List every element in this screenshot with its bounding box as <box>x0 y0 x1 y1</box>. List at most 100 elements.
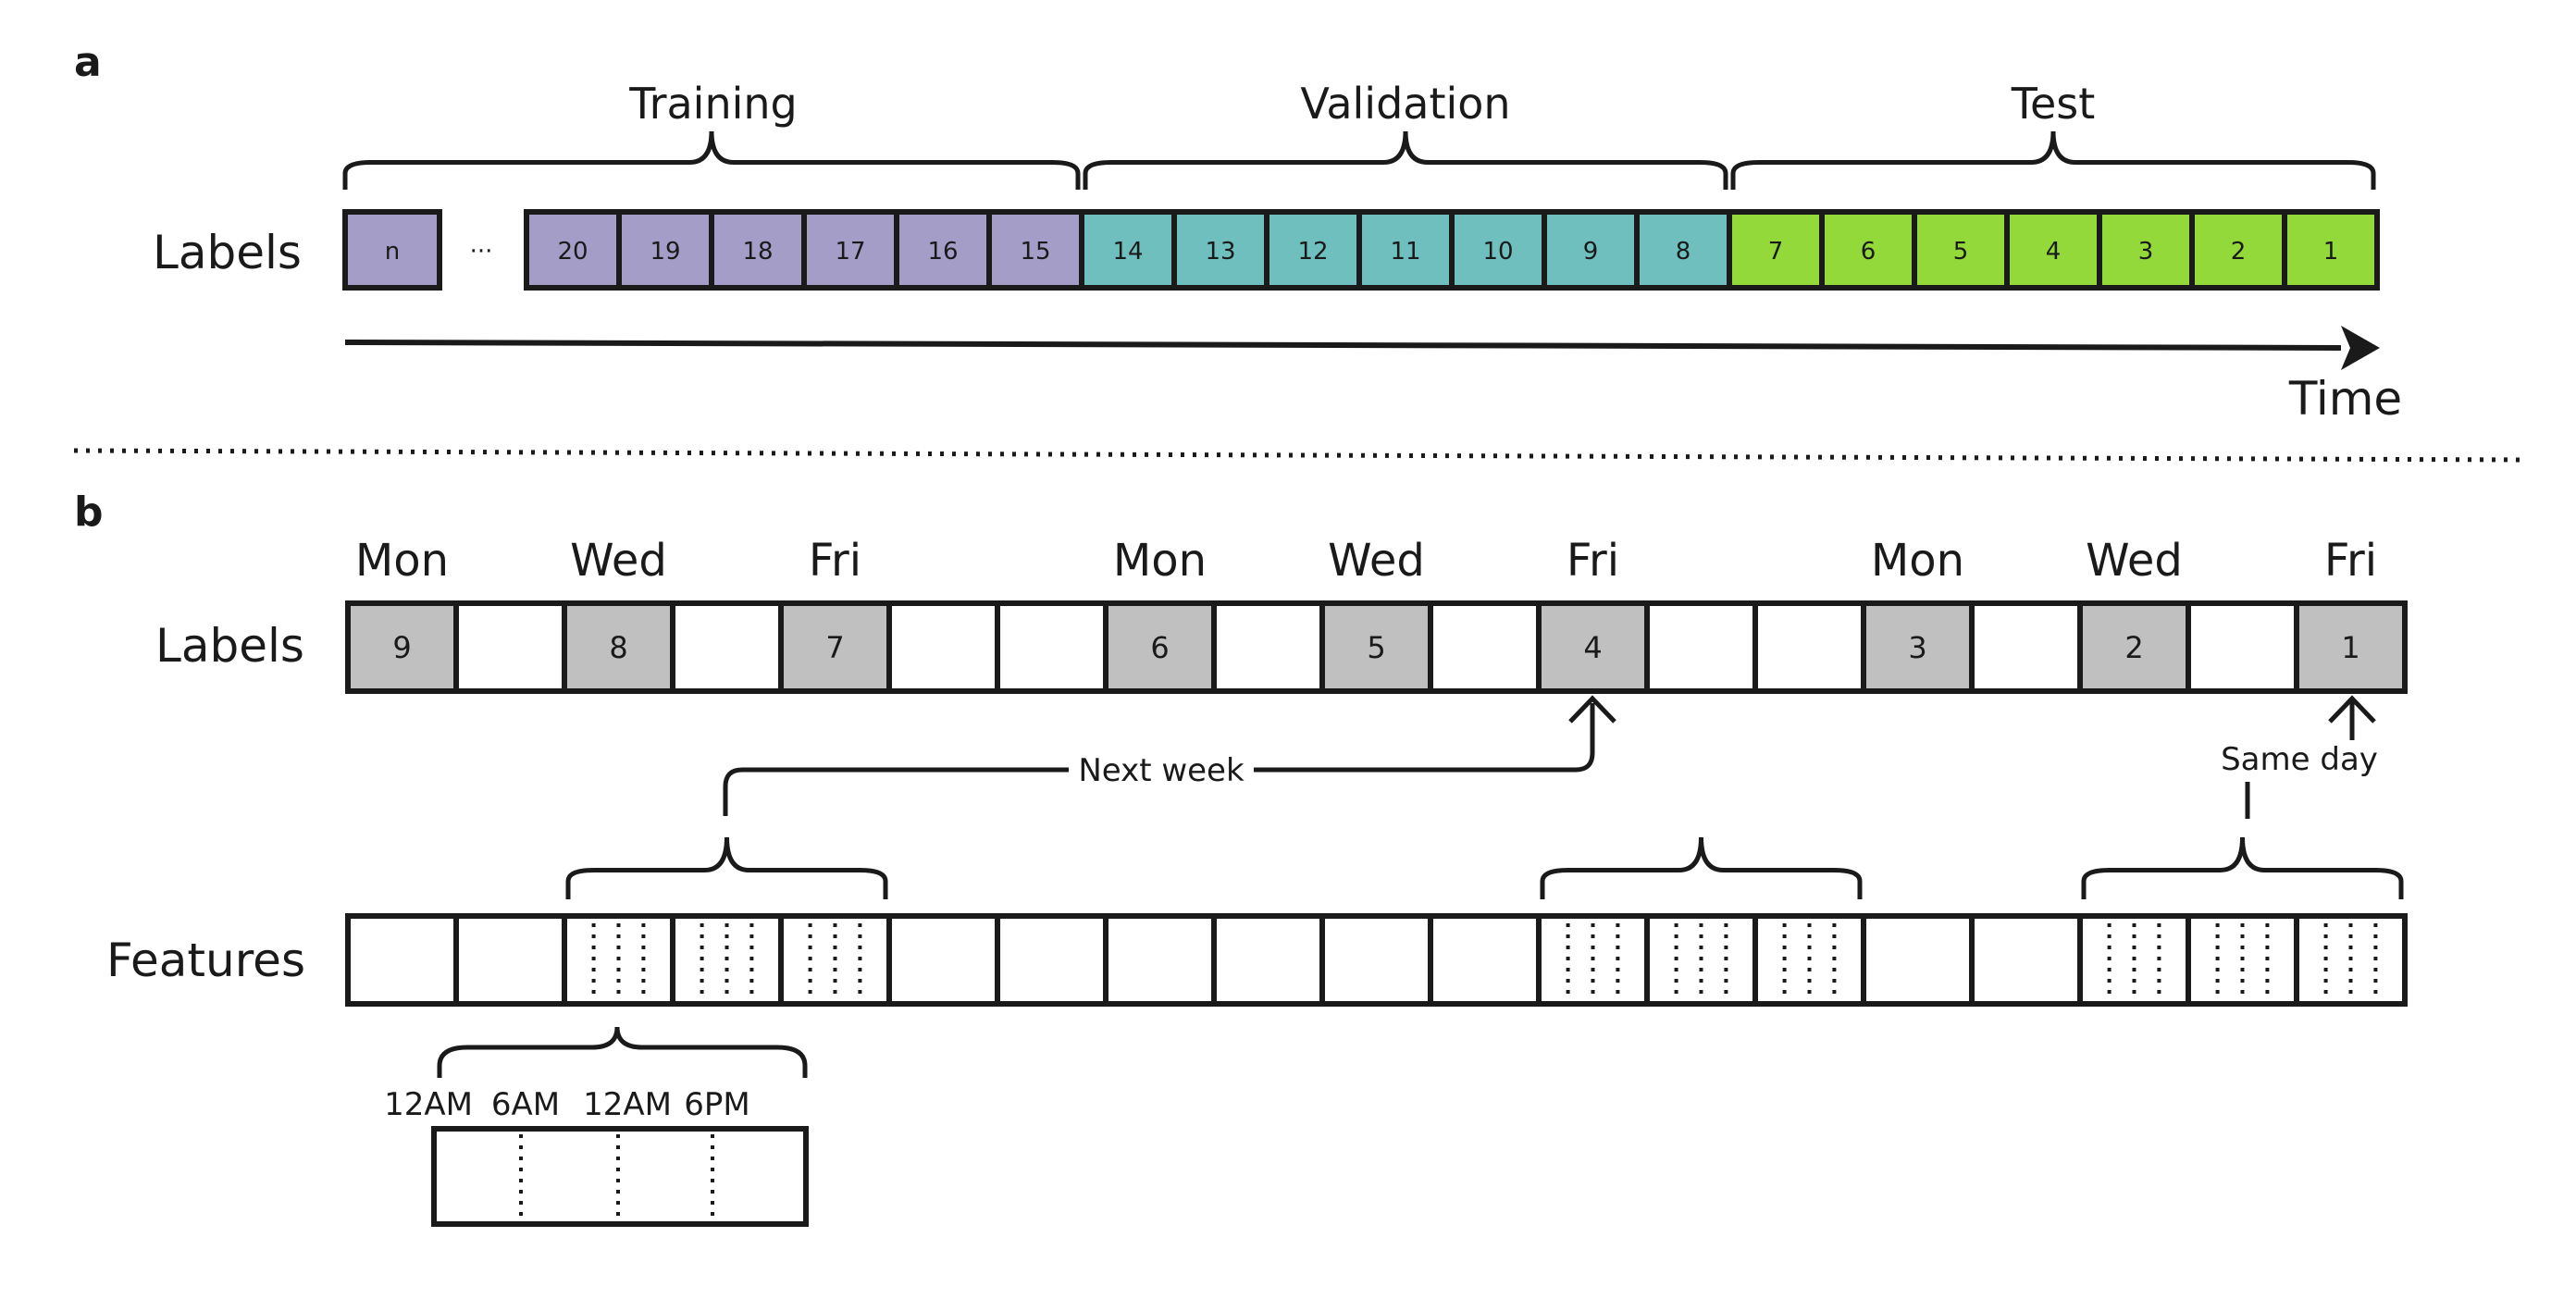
label-cell: 15 <box>986 209 1084 291</box>
feature-window-brace <box>1540 836 1863 899</box>
label-cell-number: 11 <box>1390 238 1420 266</box>
label-slot: 3 <box>1861 600 1975 694</box>
label-cell: 7 <box>1727 209 1825 291</box>
label-cell-number: 20 <box>557 238 588 266</box>
feature-slot <box>1319 913 1433 1007</box>
day-label: Mon <box>1113 535 1207 587</box>
label-cell: 13 <box>1171 209 1269 291</box>
time-arrow <box>344 326 2380 370</box>
label-slot <box>886 600 1000 694</box>
panel-a-letter: a <box>74 39 102 86</box>
label-slot: 9 <box>345 600 459 694</box>
label-cell: 14 <box>1079 209 1177 291</box>
panel-a-group-braces <box>342 130 2376 190</box>
label-slot: 6 <box>1103 600 1217 694</box>
label-cell: 10 <box>1449 209 1547 291</box>
day-detail-box <box>431 1126 809 1227</box>
label-slot: 2 <box>2077 600 2191 694</box>
label-cell: 2 <box>2189 209 2287 291</box>
feature-slot <box>1861 913 1975 1007</box>
label-slot-number: 5 <box>1367 630 1385 665</box>
label-cell-number: 15 <box>1020 238 1050 266</box>
label-slot <box>995 600 1108 694</box>
label-cell: n <box>342 209 442 291</box>
label-cell-number: 12 <box>1297 238 1328 266</box>
label-cell-number: 2 <box>2231 238 2247 266</box>
label-slot <box>1644 600 1758 694</box>
label-cell-number: 9 <box>1583 238 1599 266</box>
label-cell: 4 <box>2004 209 2102 291</box>
label-cell-number: 10 <box>1482 238 1513 266</box>
day-label: Wed <box>1328 535 1425 587</box>
label-slot-number: 6 <box>1150 630 1169 665</box>
label-cell: 12 <box>1264 209 1362 291</box>
label-slot <box>453 600 567 694</box>
next-week-connector <box>723 695 1616 816</box>
label-slot <box>1428 600 1542 694</box>
group-label: Validation <box>1300 79 1510 129</box>
label-cell-number: 19 <box>650 238 680 266</box>
label-slot <box>1211 600 1325 694</box>
panel-a-labels-row-label: Labels <box>153 226 302 279</box>
label-cell-number: 4 <box>2046 238 2062 266</box>
label-cell: 9 <box>1542 209 1640 291</box>
time-axis-label: Time <box>2288 372 2402 426</box>
label-cell: 16 <box>894 209 992 291</box>
panel-divider <box>73 448 2527 463</box>
feature-slot <box>345 913 459 1007</box>
feature-slot <box>2077 913 2191 1007</box>
label-cell: 3 <box>2097 209 2195 291</box>
day-label: Fri <box>809 535 861 587</box>
label-cell-number: 1 <box>2323 238 2339 266</box>
same-day-connector <box>2245 695 2376 819</box>
group-label: Test <box>2011 79 2096 129</box>
group-brace <box>1083 130 1728 190</box>
feature-window-braces <box>565 836 2404 899</box>
label-slot-number: 9 <box>392 630 411 665</box>
hour-label: 12AM <box>384 1086 473 1123</box>
label-slot-number: 1 <box>2341 630 2359 665</box>
hour-label: 6AM <box>491 1086 560 1123</box>
panel-b-letter: b <box>74 489 104 536</box>
feature-slot <box>2186 913 2299 1007</box>
group-brace <box>342 130 1081 190</box>
label-cell: 20 <box>524 209 622 291</box>
label-cell-number: 16 <box>927 238 958 266</box>
group-label: Training <box>628 79 798 129</box>
feature-slot <box>1536 913 1650 1007</box>
label-cell-number: 17 <box>835 238 865 266</box>
ellipsis: ··· <box>470 238 493 266</box>
label-cell-number: 13 <box>1205 238 1235 266</box>
feature-slot <box>1969 913 2083 1007</box>
label-cell: 11 <box>1356 209 1455 291</box>
label-slot: 7 <box>778 600 892 694</box>
panel-b-feature-cells <box>345 913 2408 1007</box>
label-slot-number: 8 <box>609 630 627 665</box>
hour-label: 6PM <box>684 1086 749 1123</box>
label-cell: 8 <box>1634 209 1732 291</box>
label-cell: 1 <box>2282 209 2380 291</box>
label-slot: 8 <box>562 600 675 694</box>
next-week-label: Next week <box>1078 752 1245 789</box>
label-slot-number: 2 <box>2124 630 2143 665</box>
day-label: Mon <box>1871 535 1964 587</box>
label-cell-number: 5 <box>1953 238 1969 266</box>
label-cell: 6 <box>1819 209 1917 291</box>
label-slot: 1 <box>2294 600 2408 694</box>
feature-slot <box>995 913 1108 1007</box>
label-slot <box>670 600 784 694</box>
label-cell: 18 <box>709 209 807 291</box>
panel-b-features-row-label: Features <box>106 934 305 987</box>
label-slot <box>2186 600 2299 694</box>
day-label: Mon <box>355 535 449 587</box>
label-cell-number: 7 <box>1768 238 1784 266</box>
day-label: Fri <box>1567 535 1619 587</box>
feature-slot <box>1752 913 1866 1007</box>
feature-slot <box>1644 913 1758 1007</box>
panel-b-labels-row-label: Labels <box>155 619 304 673</box>
group-brace <box>1730 130 2376 190</box>
feature-window-brace <box>565 836 888 899</box>
panel-a-label-cells: n 20 19 18 17 16 15 14 13 12 11 10 9 8 7 6 5 4 3 2 1 <box>342 209 2380 291</box>
